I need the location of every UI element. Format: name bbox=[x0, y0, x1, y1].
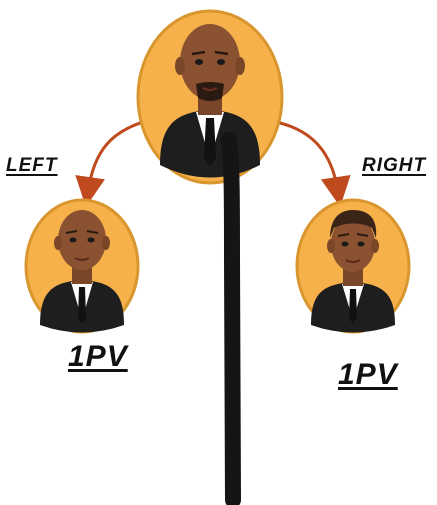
arrow-right-icon bbox=[275, 120, 351, 207]
right-label: RIGHT bbox=[362, 155, 427, 176]
node-left bbox=[24, 198, 140, 334]
node-top bbox=[136, 9, 284, 185]
node-right bbox=[295, 198, 411, 334]
left-label: LEFT bbox=[6, 155, 58, 176]
avatar-right-icon bbox=[311, 210, 395, 333]
vertical-leg-line bbox=[221, 132, 241, 505]
avatar-left-icon bbox=[40, 210, 124, 333]
left-pv-label: 1PV bbox=[68, 340, 128, 373]
right-pv-label: 1PV bbox=[338, 358, 398, 391]
arrow-left-icon bbox=[75, 118, 151, 207]
